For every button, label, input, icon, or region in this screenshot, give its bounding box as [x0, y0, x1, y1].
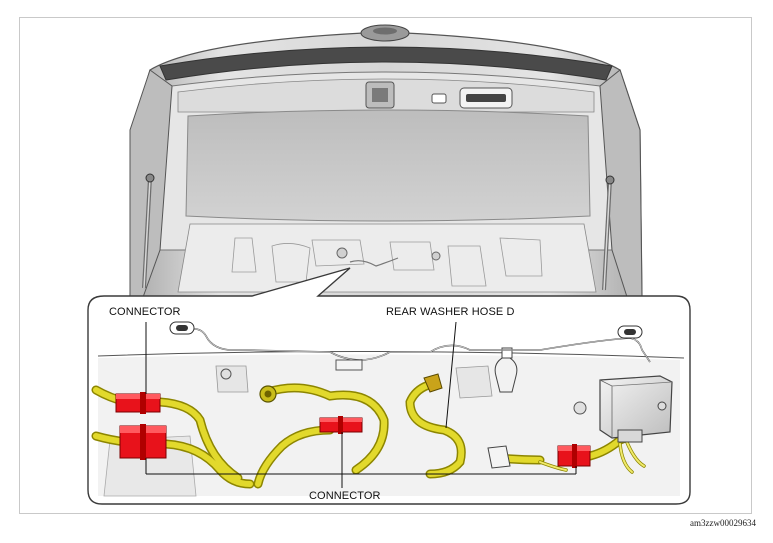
connector-upper-left [115, 392, 161, 414]
leader-lines [145, 321, 577, 488]
washer-hose [169, 321, 651, 371]
connector-blocks [115, 392, 591, 468]
connector-right [557, 444, 591, 468]
harness-terminal [259, 373, 443, 403]
label-connector-bottom: CONNECTOR [309, 490, 381, 502]
label-rear-washer-hose: REAR WASHER HOSE D [386, 306, 515, 318]
liftgate-body [129, 24, 643, 301]
label-connector-top: CONNECTOR [109, 306, 181, 318]
module-box [599, 375, 673, 443]
connector-lower-left [119, 424, 167, 460]
connector-center [319, 416, 363, 434]
figure-id: am3zzw00029634 [690, 518, 756, 528]
